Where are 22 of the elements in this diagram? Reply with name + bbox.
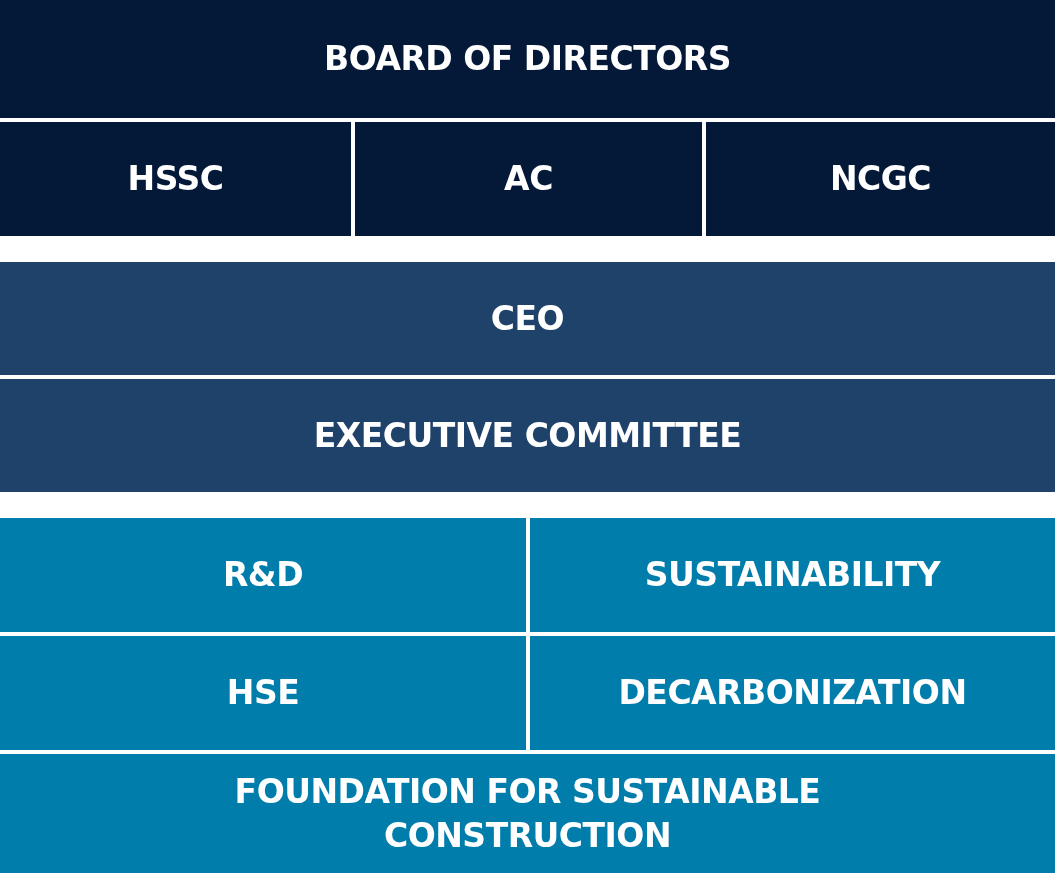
org-unit-block bbox=[530, 518, 1055, 632]
org-unit-block bbox=[0, 262, 1055, 375]
org-unit-block bbox=[530, 636, 1055, 750]
unit-label: SUSTAINABILITY bbox=[644, 554, 941, 596]
unit-label: CEO bbox=[490, 297, 565, 340]
unit-label: FOUNDATION FOR SUSTAINABLE CONSTRUCTION bbox=[233, 770, 822, 857]
org-unit-block bbox=[0, 518, 526, 632]
org-unit-block bbox=[0, 754, 1055, 873]
org-unit-block bbox=[706, 122, 1055, 236]
org-unit-block bbox=[0, 0, 1055, 118]
unit-label: NCGC bbox=[829, 158, 932, 200]
unit-label: BOARD OF DIRECTORS bbox=[324, 38, 731, 80]
org-unit-block bbox=[0, 636, 526, 750]
org-unit-block bbox=[0, 122, 351, 236]
unit-label: HSE bbox=[226, 672, 300, 714]
org-unit-block bbox=[355, 122, 702, 236]
unit-label: HSSC bbox=[127, 158, 224, 200]
unit-label: EXECUTIVE COMMITTEE bbox=[313, 414, 742, 457]
unit-label: AC bbox=[504, 158, 553, 200]
org-unit-block bbox=[0, 379, 1055, 492]
unit-label: DECARBONIZATION bbox=[618, 672, 967, 714]
unit-label: R&D bbox=[222, 554, 304, 596]
